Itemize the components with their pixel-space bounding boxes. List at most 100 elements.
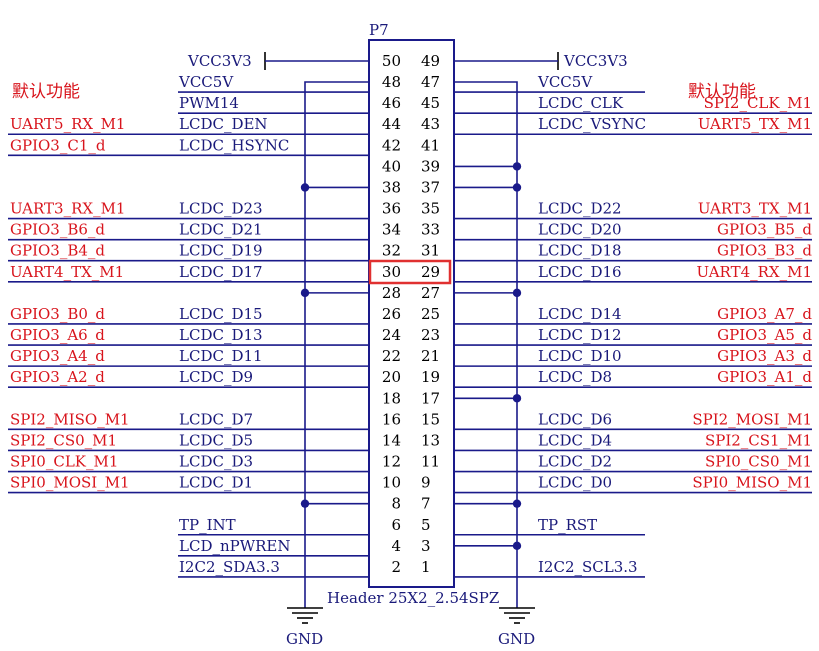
pin-number-21: 21	[421, 347, 440, 365]
alt-function-pin-10: SPI0_MOSI_M1	[10, 474, 130, 492]
net-label-pin-46: PWM14	[179, 94, 239, 112]
net-label-pin-2: I2C2_SDA3.3	[179, 558, 280, 576]
pin-number-3: 3	[421, 537, 431, 555]
net-label-pin-12: LCDC_D3	[179, 453, 253, 471]
pin-number-30: 30	[382, 263, 401, 281]
alt-function-pin-15: SPI2_MOSI_M1	[692, 410, 812, 428]
pin-number-14: 14	[382, 431, 401, 449]
net-label-pin-30: LCDC_D17	[179, 263, 263, 281]
pin-number-39: 39	[421, 157, 440, 175]
net-label-pin-42: LCDC_HSYNC	[179, 136, 289, 154]
junction-pin-37	[512, 183, 522, 192]
alt-function-pin-42: GPIO3_C1_d	[10, 136, 106, 154]
net-label-pin-21: LCDC_D10	[538, 347, 622, 365]
net-label-pin-24: LCDC_D13	[179, 326, 263, 344]
net-label-pin-4: LCD_nPWREN	[179, 537, 291, 555]
alt-function-pin-45: SPI2_CLK_M1	[704, 94, 812, 112]
alt-function-pin-36: UART3_RX_M1	[10, 200, 125, 218]
pin-number-47: 47	[421, 73, 440, 91]
gnd-symbol-left	[287, 607, 323, 624]
junction-pin-39	[512, 162, 522, 171]
default-function-label-right: 默认功能	[688, 82, 756, 102]
vcc3v3-right-label: VCC3V3	[563, 52, 628, 70]
net-label-pin-47: VCC5V	[537, 73, 593, 91]
net-label-pin-29: LCDC_D16	[538, 263, 622, 281]
pin-number-33: 33	[421, 221, 440, 239]
pin-number-26: 26	[382, 305, 401, 323]
junction-pin-8	[300, 499, 310, 508]
pin-number-31: 31	[421, 242, 440, 260]
pin-number-11: 11	[421, 453, 440, 471]
alt-function-pin-29: UART4_RX_M1	[697, 263, 812, 281]
net-label-pin-16: LCDC_D7	[179, 410, 253, 428]
pin-number-37: 37	[421, 178, 440, 196]
pin-number-22: 22	[382, 347, 401, 365]
alt-function-pin-22: GPIO3_A4_d	[10, 347, 105, 365]
net-label-pin-31: LCDC_D18	[538, 242, 622, 260]
junction-pin-7	[512, 499, 522, 508]
alt-function-pin-23: GPIO3_A5_d	[717, 326, 812, 344]
pin-number-12: 12	[382, 453, 401, 471]
pin-number-19: 19	[421, 368, 440, 386]
pin-number-6: 6	[391, 516, 401, 534]
junction-pin-3	[512, 541, 522, 551]
gnd-bus-left	[304, 81, 369, 608]
alt-function-pin-14: SPI2_CS0_M1	[10, 431, 117, 449]
pin-number-15: 15	[421, 410, 440, 428]
alt-function-pin-35: UART3_TX_M1	[698, 200, 812, 218]
net-label-pin-43: LCDC_VSYNC	[538, 115, 646, 133]
pin-number-23: 23	[421, 326, 440, 344]
pin-number-8: 8	[391, 495, 401, 513]
pin-number-1: 1	[421, 558, 431, 576]
pin-number-32: 32	[382, 242, 401, 260]
pin-number-46: 46	[382, 94, 401, 112]
pin-number-7: 7	[421, 495, 431, 513]
header-body	[368, 39, 455, 588]
pin-number-45: 45	[421, 94, 440, 112]
pin-number-18: 18	[382, 389, 401, 407]
alt-function-pin-19: GPIO3_A1_d	[717, 368, 812, 386]
alt-function-pin-11: SPI0_CS0_M1	[705, 453, 812, 471]
net-label-pin-10: LCDC_D1	[179, 474, 253, 492]
alt-function-pin-16: SPI2_MISO_M1	[10, 410, 130, 428]
gnd-label-right: GND	[498, 630, 535, 648]
net-label-pin-23: LCDC_D12	[538, 326, 622, 344]
pin-number-17: 17	[421, 389, 440, 407]
pin-number-36: 36	[382, 200, 401, 218]
pin-number-13: 13	[421, 431, 440, 449]
alt-function-pin-13: SPI2_CS1_M1	[705, 431, 812, 449]
junction-pin-28	[300, 288, 310, 298]
net-label-pin-48: VCC5V	[178, 73, 234, 91]
pin-number-41: 41	[421, 136, 440, 154]
alt-function-pin-9: SPI0_MISO_M1	[692, 474, 812, 492]
pin-number-50: 50	[382, 52, 401, 70]
pin-number-40: 40	[382, 157, 401, 175]
net-label-pin-45: LCDC_CLK	[538, 94, 624, 112]
pin-number-4: 4	[391, 537, 401, 555]
net-label-pin-32: LCDC_D19	[179, 242, 263, 260]
net-label-pin-44: LCDC_DEN	[179, 115, 268, 133]
junction-pin-38	[300, 183, 310, 192]
alt-function-pin-21: GPIO3_A3_d	[717, 347, 812, 365]
net-label-pin-5: TP_RST	[538, 516, 597, 534]
net-label-pin-34: LCDC_D21	[179, 221, 263, 239]
pin-number-25: 25	[421, 305, 440, 323]
header-part-name: Header 25X2_2.54SPZ	[327, 589, 499, 607]
net-label-pin-22: LCDC_D11	[179, 347, 263, 365]
net-label-pin-36: LCDC_D23	[179, 200, 263, 218]
net-label-pin-14: LCDC_D5	[179, 431, 253, 449]
net-label-pin-35: LCDC_D22	[538, 200, 622, 218]
alt-function-pin-24: GPIO3_A6_d	[10, 326, 105, 344]
alt-function-pin-32: GPIO3_B4_d	[10, 242, 105, 260]
pin-number-44: 44	[382, 115, 401, 133]
net-label-pin-6: TP_INT	[179, 516, 236, 534]
pin-number-38: 38	[382, 178, 401, 196]
gnd-label-left: GND	[286, 630, 323, 648]
pin-number-28: 28	[382, 284, 401, 302]
alt-function-pin-34: GPIO3_B6_d	[10, 221, 105, 239]
pin-number-5: 5	[421, 516, 431, 534]
alt-function-pin-12: SPI0_CLK_M1	[10, 453, 118, 471]
